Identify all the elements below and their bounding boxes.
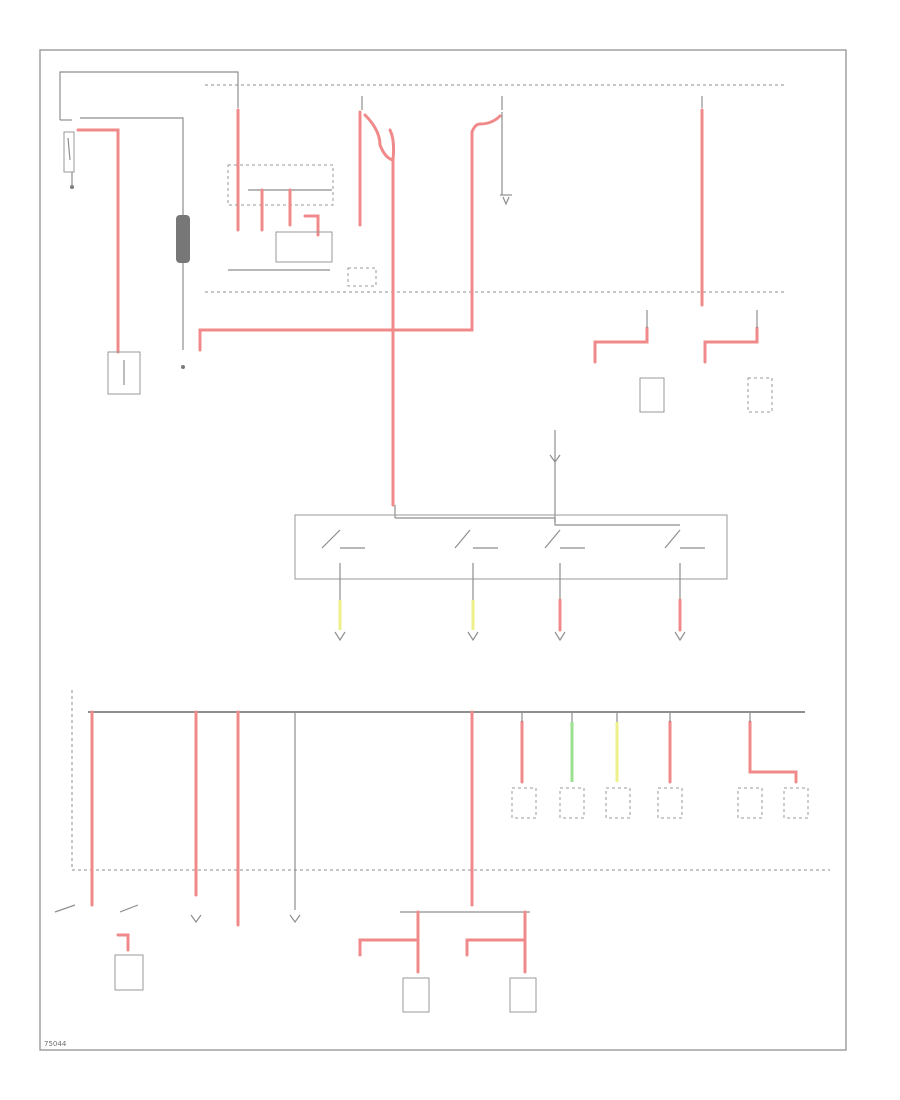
bottom-left-loads (54, 904, 301, 991)
center-feed (394, 430, 561, 522)
battery-section (59, 71, 239, 395)
lower-right-loads (511, 712, 809, 819)
right-upper-relays (593, 310, 773, 413)
ignition-switch (294, 514, 728, 600)
fusible-link (176, 215, 190, 369)
diagram-frame (39, 49, 847, 1051)
generator-feed-wire (198, 114, 502, 352)
switch-outputs (334, 598, 686, 642)
fuse-column-1 (227, 100, 334, 271)
lower-bus (88, 710, 805, 927)
fuse-column-3 (500, 96, 512, 206)
figure-id: 75044 (44, 1040, 67, 1048)
fuse-column-2 (347, 96, 396, 507)
bottom-relays (358, 910, 537, 1013)
